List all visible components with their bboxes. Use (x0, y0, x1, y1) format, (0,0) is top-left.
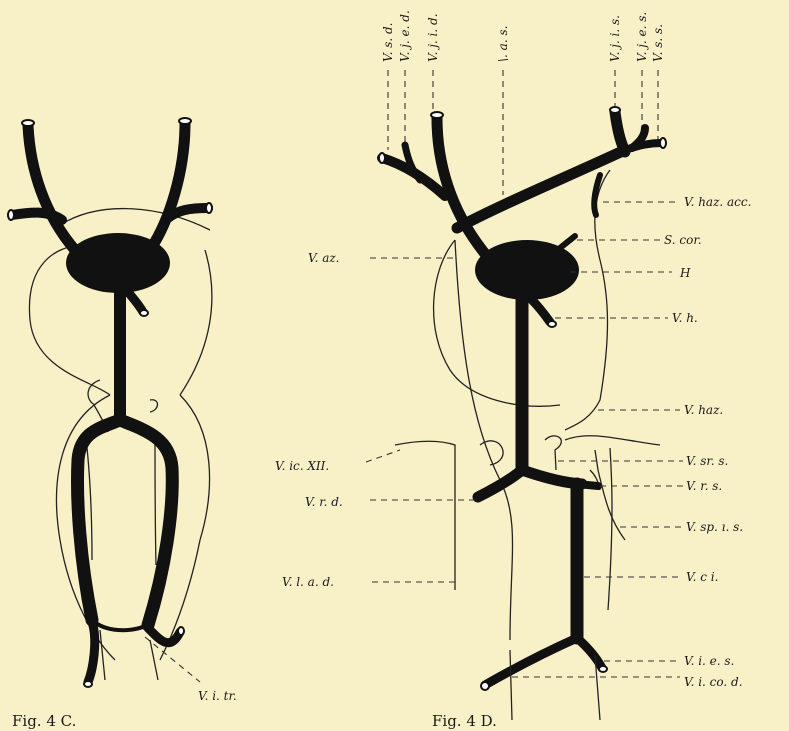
jugular-ext-right (405, 145, 420, 180)
hepatic-4d (532, 300, 550, 322)
label-v-r-d: V. r. d. (305, 495, 343, 509)
label-v-sr-s: V. sr. s. (686, 454, 728, 468)
label-v-j-i-s: V. j. i. s. (608, 15, 622, 62)
label-v-s-d: V. s. d. (381, 23, 395, 62)
outline-haz-acc (565, 170, 610, 430)
leader-v-ic-xii (366, 450, 400, 462)
iliac-left-4c (88, 622, 95, 682)
renal-sinister (577, 484, 598, 486)
renal-right (478, 470, 522, 497)
label-v-haz-acc: V. haz. acc. (684, 195, 751, 209)
label-v-r-s: V. r. s. (686, 479, 722, 493)
label-v-sp-i-s: V. sp. ı. s. (686, 520, 743, 534)
label-v-l-a-d: V. l. a. d. (282, 575, 334, 589)
label-v-i-co-d: V. i. co. d. (684, 675, 743, 689)
jugular-left (28, 125, 75, 250)
branch-left (12, 213, 62, 220)
caption-4d: Fig. 4 D. (432, 712, 497, 730)
label-v-j-e-s: V. j. e. s. (635, 12, 649, 62)
hepatic-stub (125, 288, 143, 312)
stub-branch-right (206, 203, 212, 213)
branch-right (168, 208, 208, 218)
label-v-c-i: V. c i. (686, 570, 718, 584)
stub-j-i-d (431, 112, 443, 118)
left-leaders: V. az. V. ic. XII. V. r. d. V. l. a. d. (275, 251, 480, 589)
heart-4c (66, 233, 170, 293)
label-v-s-s: V. s. s. (651, 24, 665, 62)
label-v-i-e-s: V. i. e. s. (684, 654, 734, 668)
figure-4c: V. i. tr. Fig. 4 C. (8, 118, 237, 730)
haz-acc-stub (594, 175, 600, 215)
label-v-a-s: \. a. s. (496, 26, 510, 62)
label-v-h: V. h. (672, 311, 698, 325)
iliac-common-left (577, 638, 602, 668)
stub-s-d (379, 153, 385, 163)
top-labels: V. s. d. V. j. e. d. V. j. i. d. \. a. s… (381, 10, 665, 62)
stub-iliac-left-4d (599, 666, 607, 672)
stub-jugular-left (22, 120, 34, 126)
outline-inner-right (155, 440, 156, 565)
label-v-haz: V. haz. (684, 403, 723, 417)
intercostal-right (565, 436, 660, 445)
stub-hepatic-4d (548, 321, 556, 327)
intercostal-left (395, 441, 455, 590)
label-h: H (679, 266, 691, 280)
jugular-right (150, 123, 185, 250)
outline-left-long (455, 240, 513, 640)
figure-4d: V. s. d. V. j. e. d. V. j. i. d. \. a. s… (275, 10, 751, 730)
transverse-iliac (92, 620, 148, 630)
loop-right (150, 400, 158, 412)
stub-iliac-right-4d (481, 682, 489, 690)
label-v-i-tr: V. i. tr. (198, 689, 237, 703)
stub-j-i-s (610, 107, 620, 113)
label-v-j-e-d: V. j. e. d. (398, 10, 412, 62)
suprarenal-right (545, 436, 561, 470)
caption-4c: Fig. 4 C. (12, 712, 76, 730)
stub-hepatic (140, 310, 148, 316)
stub-s-s (660, 138, 666, 148)
label-s-cor: S. cor. (664, 233, 702, 247)
cardinal-left (78, 420, 120, 620)
label-v-az: V. az. (308, 251, 340, 265)
stub-jugular-right (179, 118, 191, 124)
spermatic-right (608, 448, 612, 610)
sinus-coronarius (560, 236, 575, 248)
iliac-common-right (485, 638, 577, 685)
outline-right-upper (180, 250, 212, 395)
iliac-right-4c (148, 628, 180, 643)
stub-branch-left (8, 210, 14, 220)
stub-iliac-right (178, 627, 184, 635)
label-v-ic-xii: V. ic. XII. (275, 459, 329, 473)
label-v-j-i-d: V. j. i. d. (426, 13, 440, 62)
cardinal-right (120, 420, 172, 625)
jugular-int-left (615, 112, 625, 152)
thin-lower-4c (100, 630, 158, 680)
stub-iliac-left (84, 681, 92, 687)
subclavian-left (625, 143, 662, 150)
